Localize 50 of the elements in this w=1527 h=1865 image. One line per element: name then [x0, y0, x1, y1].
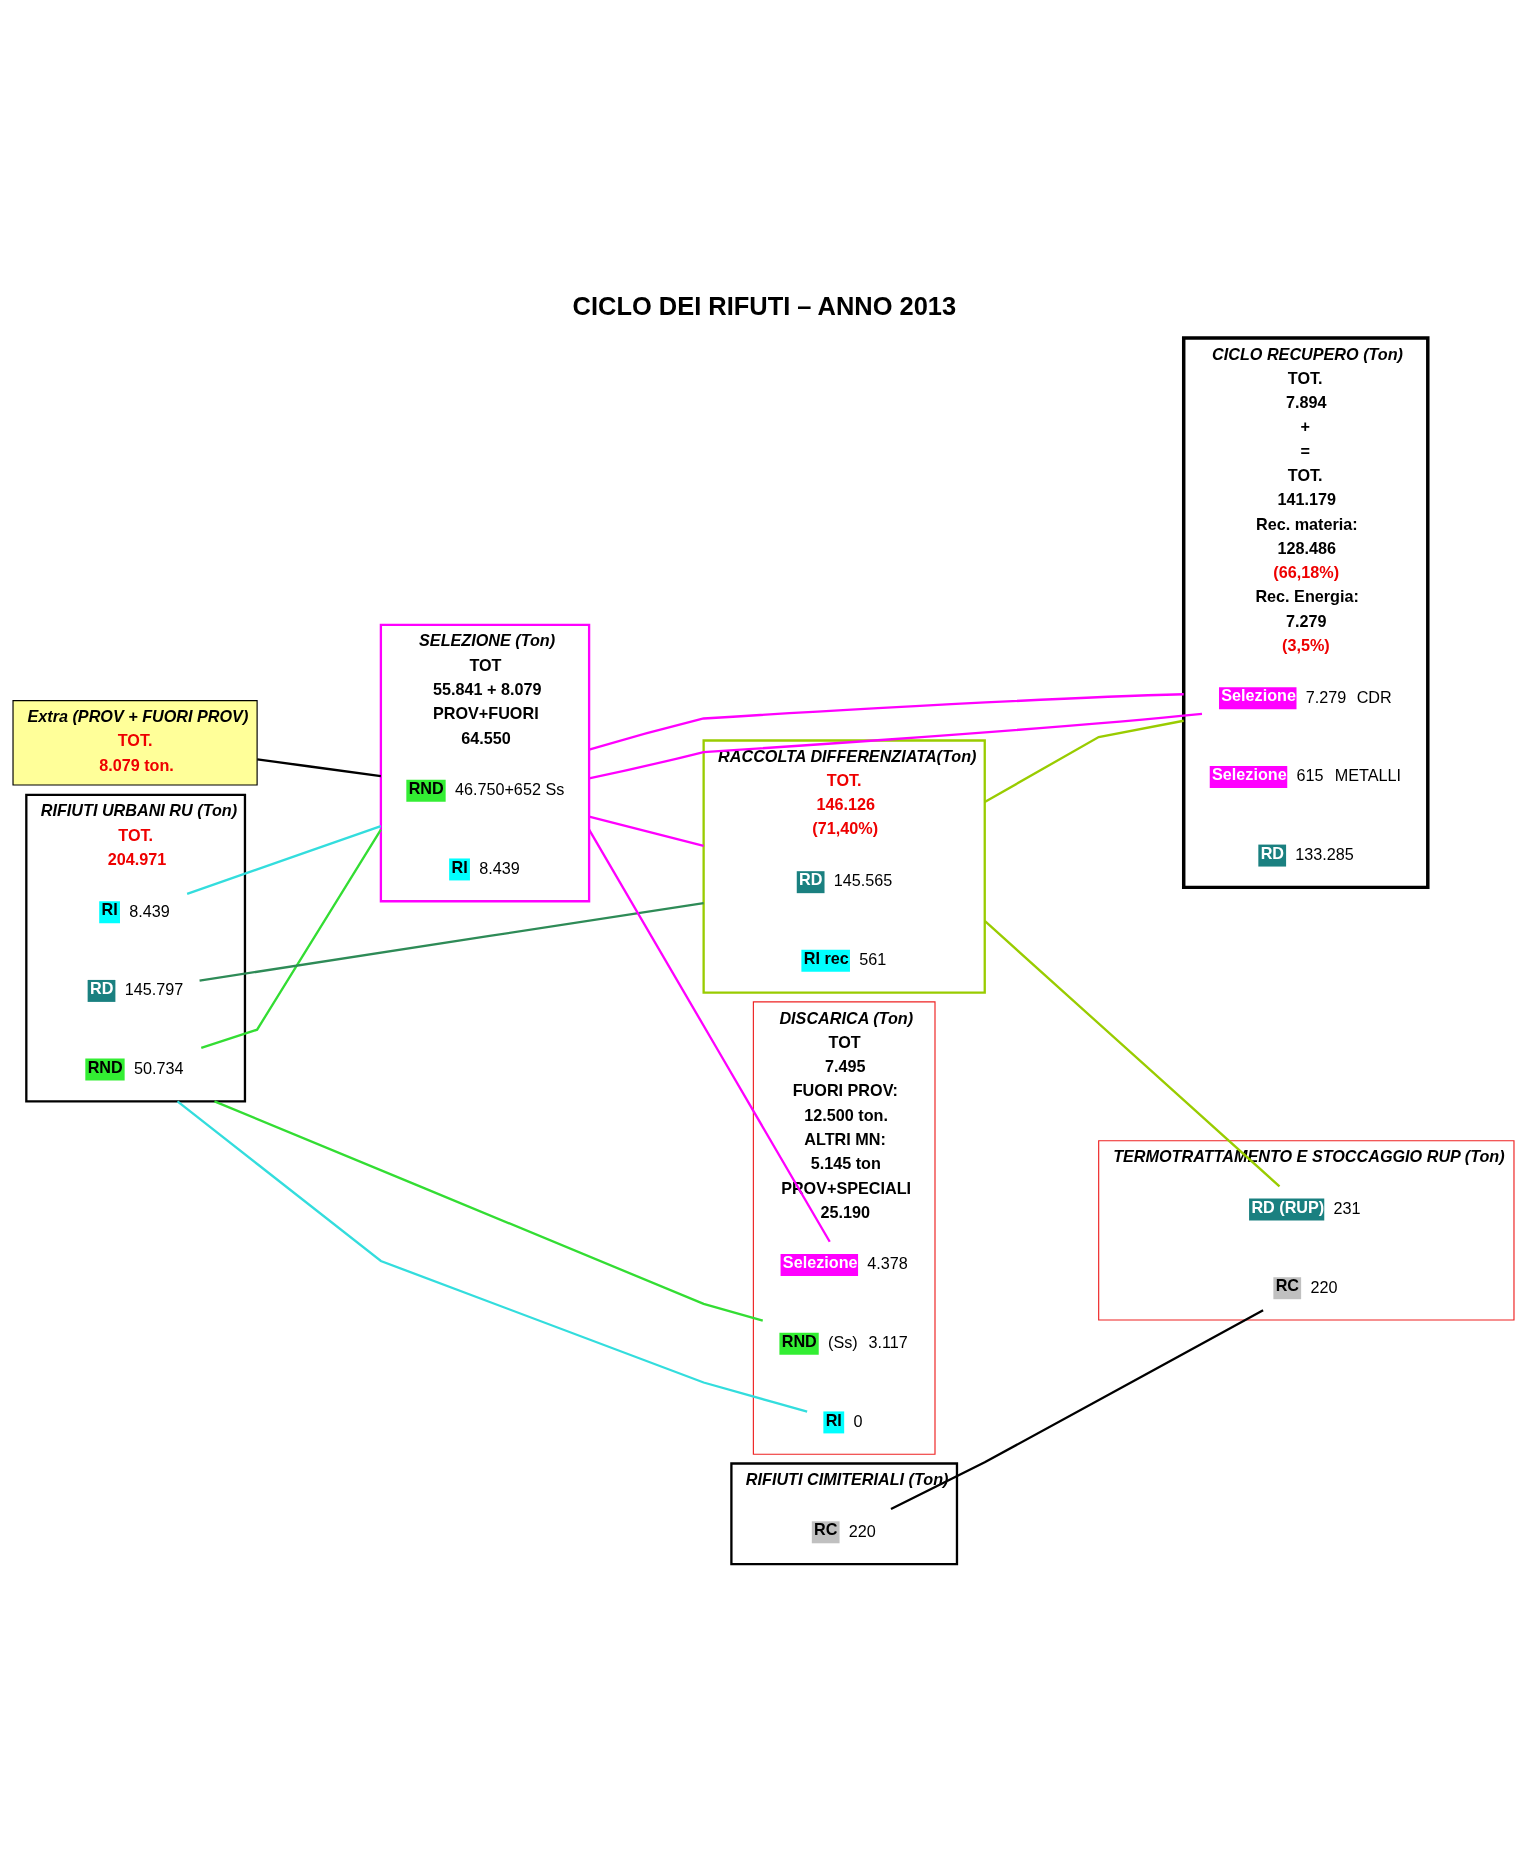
- node-box: RND: [779, 1332, 819, 1355]
- node-label: 231: [1333, 1198, 1361, 1217]
- node-label: 145.565: [833, 871, 893, 890]
- connector: [588, 815, 704, 847]
- connector: [214, 1100, 764, 1322]
- node-box: RI rec: [801, 949, 850, 972]
- node-label: 220: [848, 1521, 876, 1540]
- connector: [983, 920, 1281, 1188]
- node-box: RD (RUP): [1249, 1198, 1325, 1221]
- connector: [200, 828, 382, 1049]
- node-label: 561: [859, 950, 887, 969]
- node-box: Selezione: [780, 1254, 859, 1277]
- node-box: RI: [449, 858, 470, 881]
- node-label: 50.734: [133, 1058, 184, 1077]
- connector: [199, 901, 704, 982]
- connector: [176, 1100, 808, 1413]
- node-label: 145.797: [124, 980, 184, 999]
- node-box: Selezione: [1209, 765, 1288, 788]
- node-label: 8.439: [129, 901, 170, 920]
- node-box: Selezione: [1219, 687, 1297, 710]
- connector: [186, 825, 382, 895]
- node-box: RI: [99, 901, 120, 924]
- diagram-title: CICLO DEI RIFUTI – ANNO 2013: [572, 292, 957, 321]
- node-label: CDR: [1356, 687, 1392, 706]
- connector: [257, 758, 382, 778]
- node-box: RND: [406, 779, 446, 802]
- node-box: Extra (PROV + FUORI PROV) TOT. 8.079 ton.: [12, 699, 258, 786]
- connector: [588, 712, 1203, 780]
- node-label: 4.378: [867, 1254, 908, 1273]
- node-box: RD: [796, 871, 825, 894]
- node-label: 8.439: [479, 858, 520, 877]
- node-label: 220: [1310, 1277, 1338, 1296]
- node-label: METALLI: [1334, 766, 1401, 785]
- connector: [984, 719, 1184, 804]
- node-label: 0: [853, 1411, 863, 1430]
- node-label: 46.750+652 Ss: [454, 780, 565, 799]
- node-label: (Ss): [827, 1333, 858, 1352]
- node-label: 3.117: [868, 1333, 908, 1352]
- node-box: RI: [823, 1411, 845, 1434]
- node-box: RC: [811, 1521, 840, 1544]
- node-box: RD: [87, 979, 116, 1002]
- node-label: 7.279: [1305, 687, 1347, 706]
- node-label: 133.285: [1295, 844, 1354, 863]
- node-box: RC: [1273, 1277, 1302, 1300]
- connector: [890, 1309, 1264, 1511]
- connector: [588, 693, 1184, 751]
- connector: [588, 828, 831, 1243]
- node-label: 615: [1296, 766, 1324, 785]
- node-box: RD: [1258, 844, 1287, 867]
- node-box: RND: [85, 1058, 125, 1081]
